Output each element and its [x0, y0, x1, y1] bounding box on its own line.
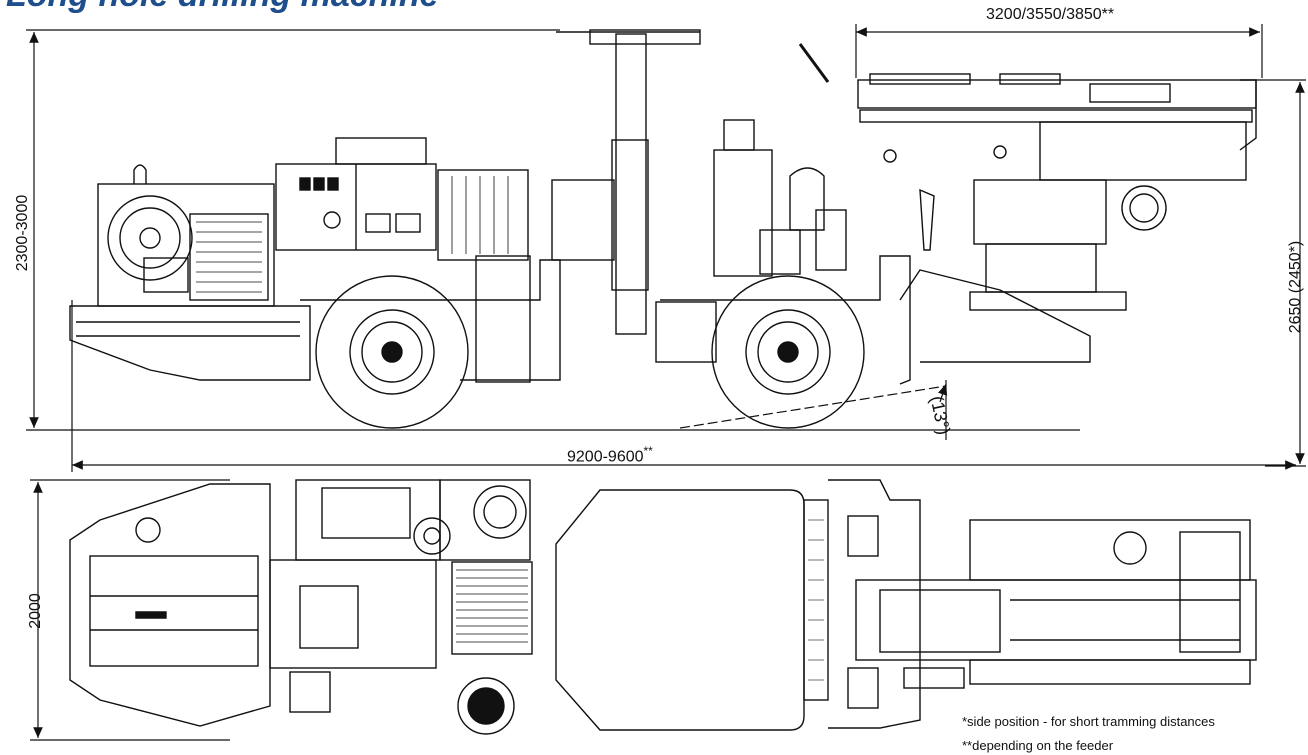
side-view — [69, 29, 1257, 429]
dimension-lines — [26, 24, 1306, 741]
height-range-label: 2300-3000 — [14, 194, 31, 272]
top-view — [69, 479, 1257, 735]
total-length-label: 9200-9600** — [567, 444, 653, 466]
total-length-value: 9200-9600 — [567, 448, 644, 466]
total-length-suffix: ** — [643, 444, 653, 458]
note-side-position: *side position - for short tramming dist… — [962, 714, 1215, 729]
side-height-label: 2650 (2450*) — [1287, 240, 1304, 334]
feeder-length-label: 3200/3550/3850** — [986, 6, 1115, 23]
note-feeder: **depending on the feeder — [962, 738, 1114, 753]
width-label: 2000 — [27, 593, 44, 629]
diagram-title: Long hole drilling machine — [6, 0, 439, 15]
